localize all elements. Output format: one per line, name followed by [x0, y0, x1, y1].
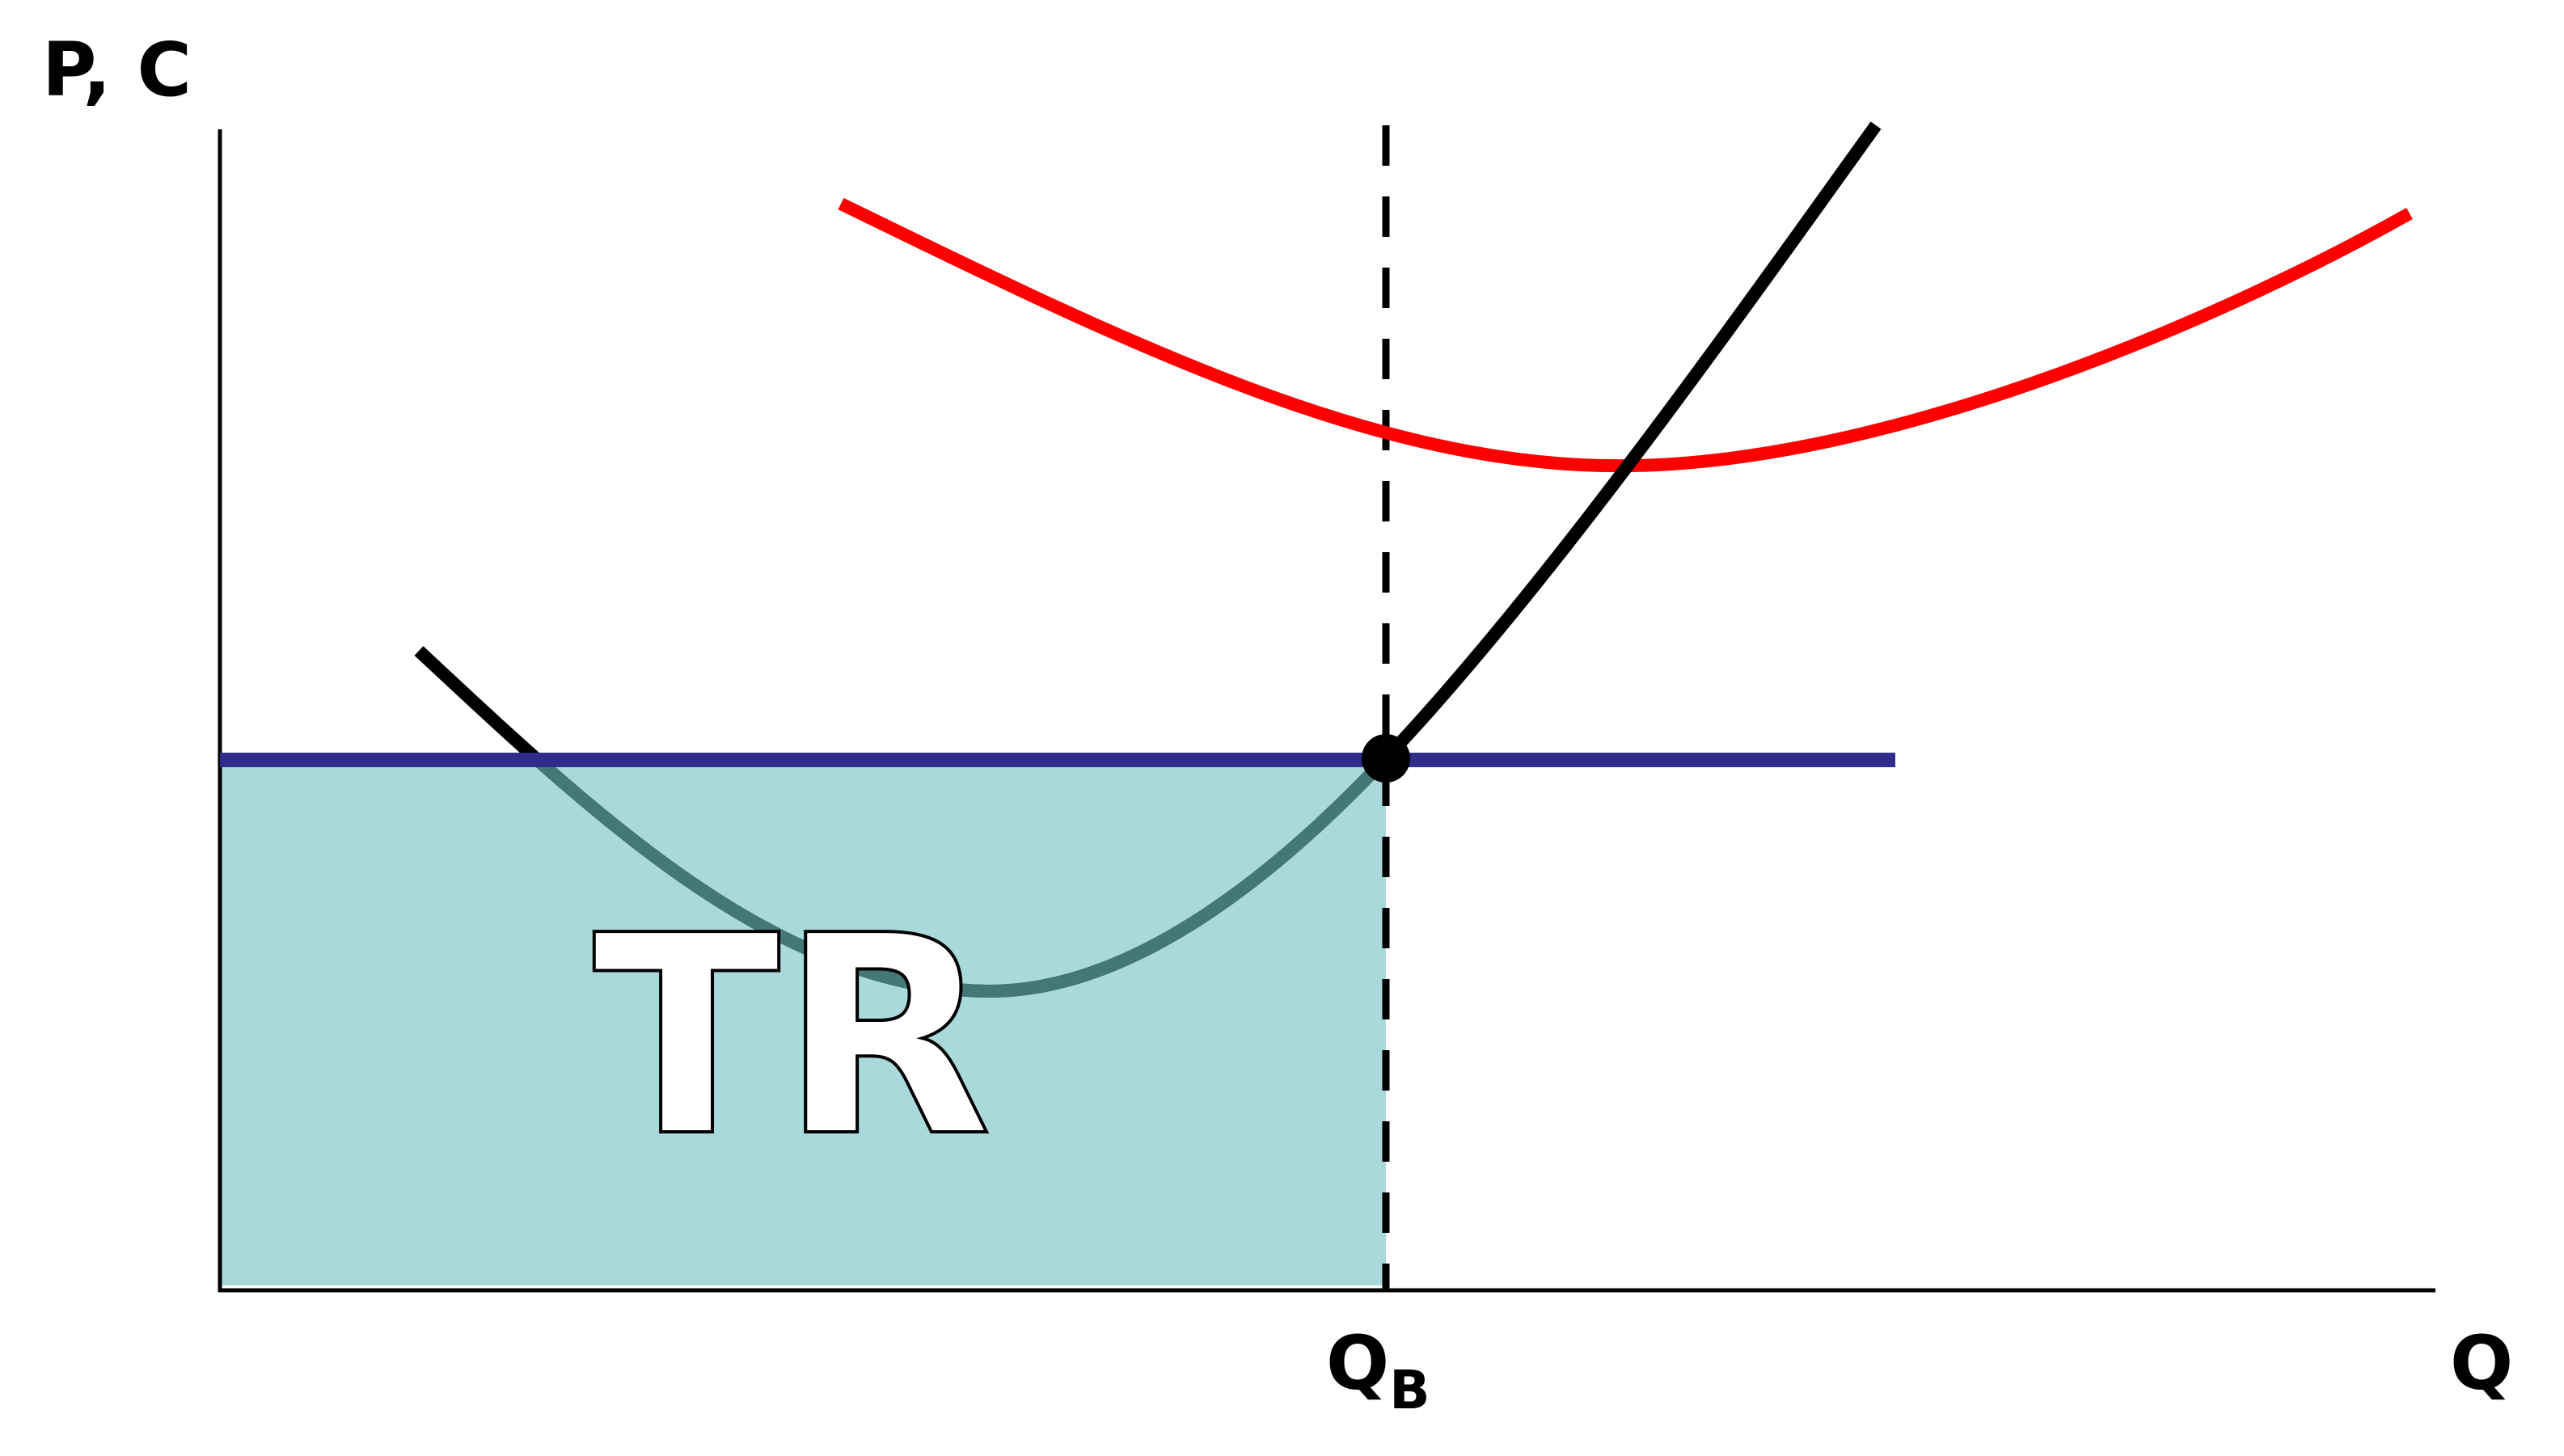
total-revenue-area: [220, 760, 1386, 1285]
equilibrium-point: [1362, 734, 1410, 783]
qb-label-main: Q: [1326, 1320, 1389, 1407]
y-axis-label: P, C: [42, 27, 192, 113]
x-axis-label: Q: [2450, 1320, 2513, 1407]
average-total-cost-curve: [838, 197, 2413, 473]
marginal-cost-curve-in-area: [534, 766, 1386, 998]
qb-label: QB: [1326, 1320, 1430, 1421]
qb-label-subscript: B: [1389, 1359, 1430, 1421]
tr-area-label: TR: [593, 877, 992, 1197]
